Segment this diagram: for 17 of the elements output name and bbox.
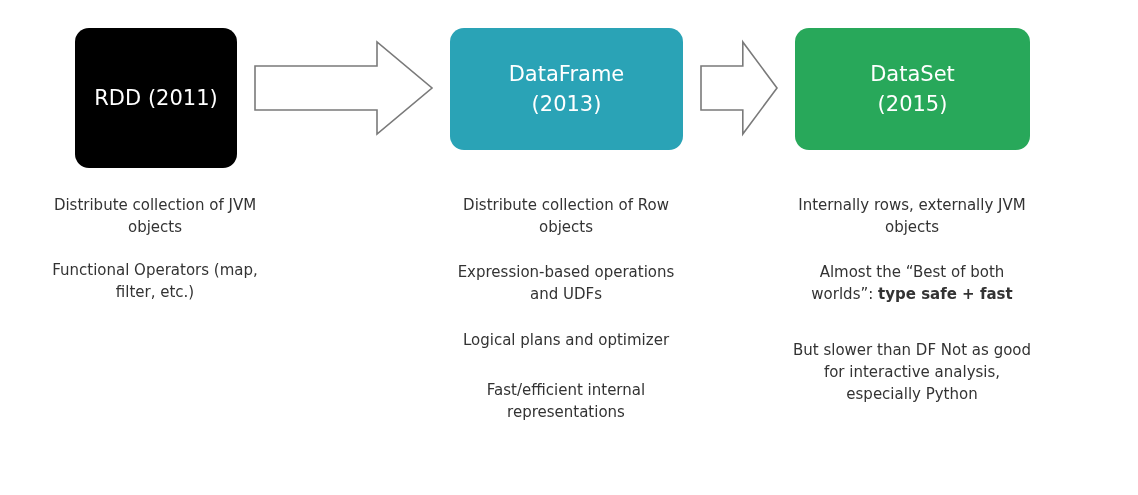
process-box [75, 28, 237, 168]
description-text: Fast/efficient internal representations [485, 380, 647, 423]
process-box [450, 28, 683, 150]
box-title: DataFrame (2013) [507, 60, 626, 118]
description-text: Expression-based operations and UDFs [456, 262, 676, 305]
description-text: Internally rows, externally JVM objects [797, 195, 1027, 238]
process-box [795, 28, 1030, 150]
block-arrow [700, 39, 778, 137]
description-text: Almost the “Best of both worlds”: type safe + fast [810, 262, 1014, 305]
description-text: Distribute collection of Row objects [462, 195, 670, 238]
description-text: Functional Operators (map, filter, etc.) [51, 260, 259, 303]
block-arrow [254, 40, 434, 136]
box-title: DataSet (2015) [869, 60, 956, 118]
box-title: RDD (2011) [93, 84, 219, 112]
description-text: But slower than DF Not as good for interactive analysis, especially Python [791, 340, 1033, 405]
description-text: Distribute collection of JVM objects [52, 195, 258, 238]
description-text: Logical plans and optimizer [461, 330, 671, 351]
